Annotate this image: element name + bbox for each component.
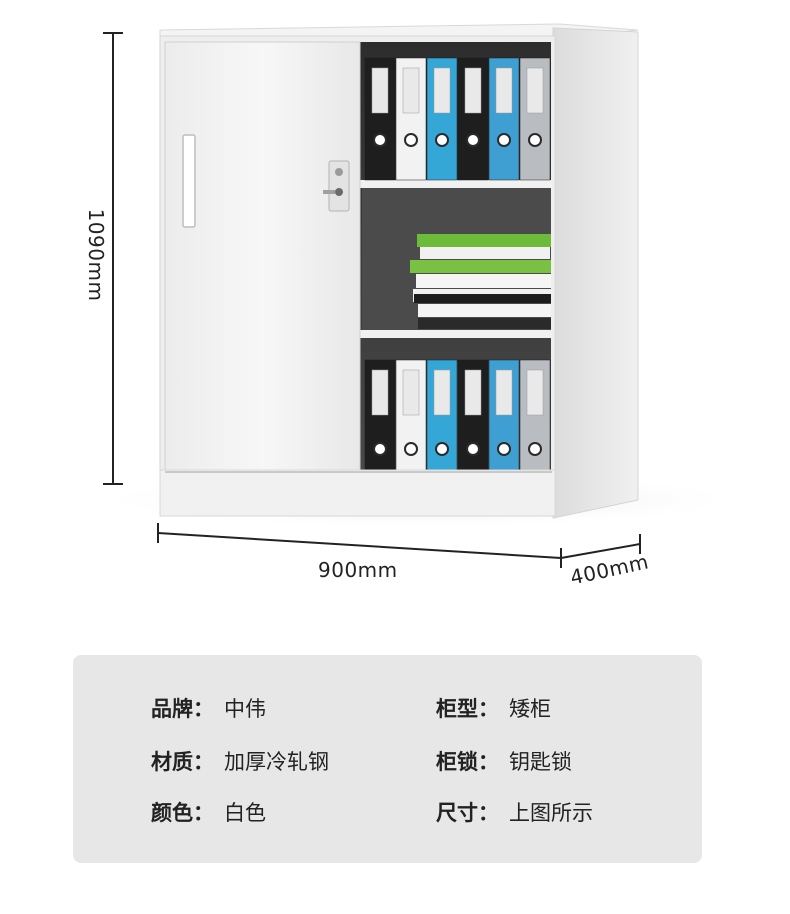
binder bbox=[395, 57, 427, 181]
width-dimension-label: 900mm bbox=[318, 558, 398, 582]
book bbox=[410, 260, 551, 273]
spec-value: 上图所示 bbox=[509, 801, 593, 825]
shelf-1 bbox=[360, 180, 552, 188]
binder bbox=[457, 359, 489, 490]
spec-panel: 品牌： 中伟 柜型： 矮柜 材质： 加厚冷轧钢 柜锁： 钥匙锁 颜色： 白色 尺寸： 上图所… bbox=[73, 655, 702, 863]
binder bbox=[488, 359, 520, 490]
book bbox=[418, 318, 551, 329]
spec-key: 颜色： bbox=[151, 801, 214, 825]
binder bbox=[426, 57, 458, 181]
spec-lock: 柜锁： 钥匙锁 bbox=[436, 750, 572, 774]
binder bbox=[488, 57, 520, 181]
binder bbox=[457, 57, 489, 181]
height-dimension-line bbox=[103, 32, 123, 485]
binder-row-top bbox=[364, 57, 551, 181]
book bbox=[417, 234, 551, 247]
cabinet-side-panel bbox=[552, 27, 639, 519]
book bbox=[414, 294, 551, 303]
spec-size: 尺寸： 上图所示 bbox=[436, 801, 593, 825]
door-handle[interactable] bbox=[182, 134, 196, 228]
binder bbox=[395, 359, 427, 490]
height-dimension-label: 1090mm bbox=[84, 208, 108, 302]
binder bbox=[519, 359, 551, 490]
spec-key: 尺寸： bbox=[436, 801, 499, 825]
spec-value: 中伟 bbox=[224, 697, 266, 721]
spec-key: 柜型： bbox=[436, 697, 499, 721]
book bbox=[416, 274, 551, 288]
book-stack bbox=[410, 234, 551, 329]
binder-row-bottom bbox=[364, 359, 551, 490]
binder bbox=[519, 57, 551, 181]
book bbox=[418, 304, 551, 317]
spec-key: 柜锁： bbox=[436, 750, 499, 774]
spec-value: 矮柜 bbox=[509, 697, 551, 721]
spec-key: 品牌： bbox=[151, 697, 214, 721]
key-lock[interactable] bbox=[323, 160, 350, 212]
spec-material: 材质： 加厚冷轧钢 bbox=[151, 750, 329, 774]
binder bbox=[426, 359, 458, 490]
shelf-2 bbox=[360, 330, 552, 338]
spec-cabinet-type: 柜型： 矮柜 bbox=[436, 697, 551, 721]
cabinet-plinth bbox=[159, 469, 556, 517]
spec-key: 材质： bbox=[151, 750, 214, 774]
binder bbox=[364, 57, 396, 181]
spec-value: 白色 bbox=[224, 801, 266, 825]
binder bbox=[364, 359, 396, 490]
spec-brand: 品牌： 中伟 bbox=[151, 697, 266, 721]
depth-dimension-line bbox=[560, 534, 641, 559]
sliding-door[interactable] bbox=[164, 41, 361, 473]
book bbox=[420, 247, 550, 259]
spec-value: 加厚冷轧钢 bbox=[224, 750, 329, 774]
spec-color: 颜色： 白色 bbox=[151, 801, 266, 825]
spec-value: 钥匙锁 bbox=[509, 750, 572, 774]
